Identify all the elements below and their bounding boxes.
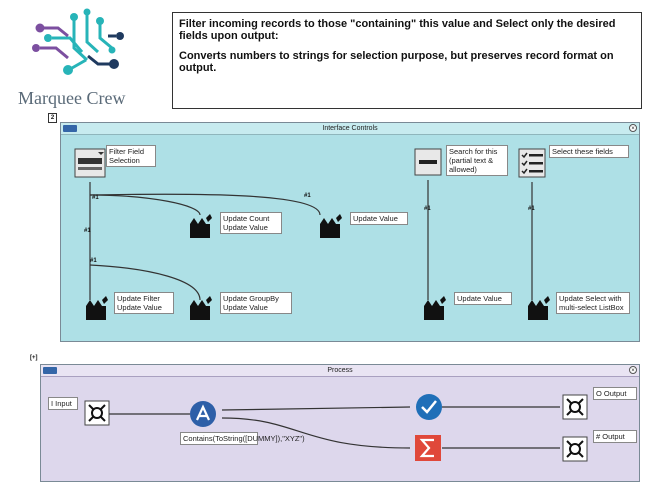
label-search: Search for this (partial text & allowed) <box>446 145 508 176</box>
label-update-select: Update Select with multi-select ListBox <box>556 292 630 314</box>
macro-output-tool-hash[interactable] <box>562 436 588 462</box>
process-title: Process <box>327 367 353 374</box>
label-update-value-1: Update Value <box>350 212 408 225</box>
process-toggle[interactable]: [+] <box>30 355 38 361</box>
sigma-icon <box>415 435 441 461</box>
listbox-icon <box>518 148 546 178</box>
label-update-groupby: Update GroupBy Update Value <box>220 292 292 314</box>
action-tool-groupby[interactable] <box>188 296 212 322</box>
label-filter-field: Filter Field Selection <box>106 145 156 167</box>
connection-tag: #1 <box>92 195 99 201</box>
connection-tag: #1 <box>304 193 311 199</box>
container-icon <box>63 125 77 132</box>
dropdown-icon <box>74 148 106 178</box>
logo-circuit-icon <box>32 8 124 75</box>
macro-input-icon <box>84 400 110 426</box>
label-hash-output: # Output <box>593 430 637 443</box>
connection-tag: #1 <box>528 206 535 212</box>
comment-line-1: Filter incoming records to those "contai… <box>179 18 616 42</box>
label-select-fields: Select these fields <box>549 145 629 158</box>
select-tool[interactable] <box>414 392 444 422</box>
logo: Marquee Crew <box>12 8 142 108</box>
label-update-value-2: Update Value <box>454 292 512 305</box>
clapperboard-icon <box>86 296 108 320</box>
formula-icon <box>190 401 216 427</box>
formula-tool[interactable] <box>188 400 218 428</box>
macro-output-icon <box>562 394 588 420</box>
label-update-filter: Update Filter Update Value <box>114 292 174 314</box>
process-collapse-button[interactable]: × <box>629 366 637 374</box>
logo-text: Marquee Crew <box>18 88 126 108</box>
container-icon <box>43 367 57 374</box>
action-tool-count[interactable] <box>188 214 212 240</box>
clapperboard-icon <box>190 214 212 238</box>
process-container[interactable]: Process × <box>40 364 640 482</box>
action-tool-value-2[interactable] <box>422 296 446 322</box>
dropdown-tool[interactable] <box>74 148 106 178</box>
connection-tag: #1 <box>90 258 97 264</box>
macro-output-tool-o[interactable] <box>562 394 588 420</box>
macro-output-icon <box>562 436 588 462</box>
action-tool-value-1[interactable] <box>318 214 342 240</box>
clapperboard-icon <box>424 296 446 320</box>
label-update-count: Update Count Update Value <box>220 212 282 234</box>
connection-tag: #1 <box>424 206 431 212</box>
clapperboard-icon <box>190 296 212 320</box>
label-input: I Input <box>48 397 78 410</box>
label-formula: Contains(ToString([DUMMY]),"XYZ") <box>180 432 305 445</box>
clapperboard-icon <box>320 214 342 238</box>
ic-titlebar[interactable]: Interface Controls × <box>61 123 639 135</box>
ic-toggle[interactable]: 2 <box>48 113 57 123</box>
action-tool-filter[interactable] <box>84 296 108 322</box>
select-check-icon <box>416 394 442 420</box>
listbox-tool[interactable] <box>518 148 546 178</box>
action-tool-select[interactable] <box>526 296 550 322</box>
process-titlebar[interactable]: Process × <box>41 365 639 377</box>
comment-box[interactable]: Filter incoming records to those "contai… <box>172 12 642 109</box>
connection-tag: #1 <box>84 228 91 234</box>
label-o-output: O Output <box>593 387 637 400</box>
ic-collapse-button[interactable]: × <box>629 124 637 132</box>
ic-title: Interface Controls <box>322 125 378 132</box>
textbox-icon <box>414 148 442 176</box>
summarize-tool[interactable] <box>414 434 442 462</box>
comment-line-2: Converts numbers to strings for selectio… <box>179 50 614 74</box>
textbox-tool[interactable] <box>414 148 442 176</box>
macro-input-tool[interactable] <box>84 400 110 426</box>
clapperboard-icon <box>528 296 550 320</box>
